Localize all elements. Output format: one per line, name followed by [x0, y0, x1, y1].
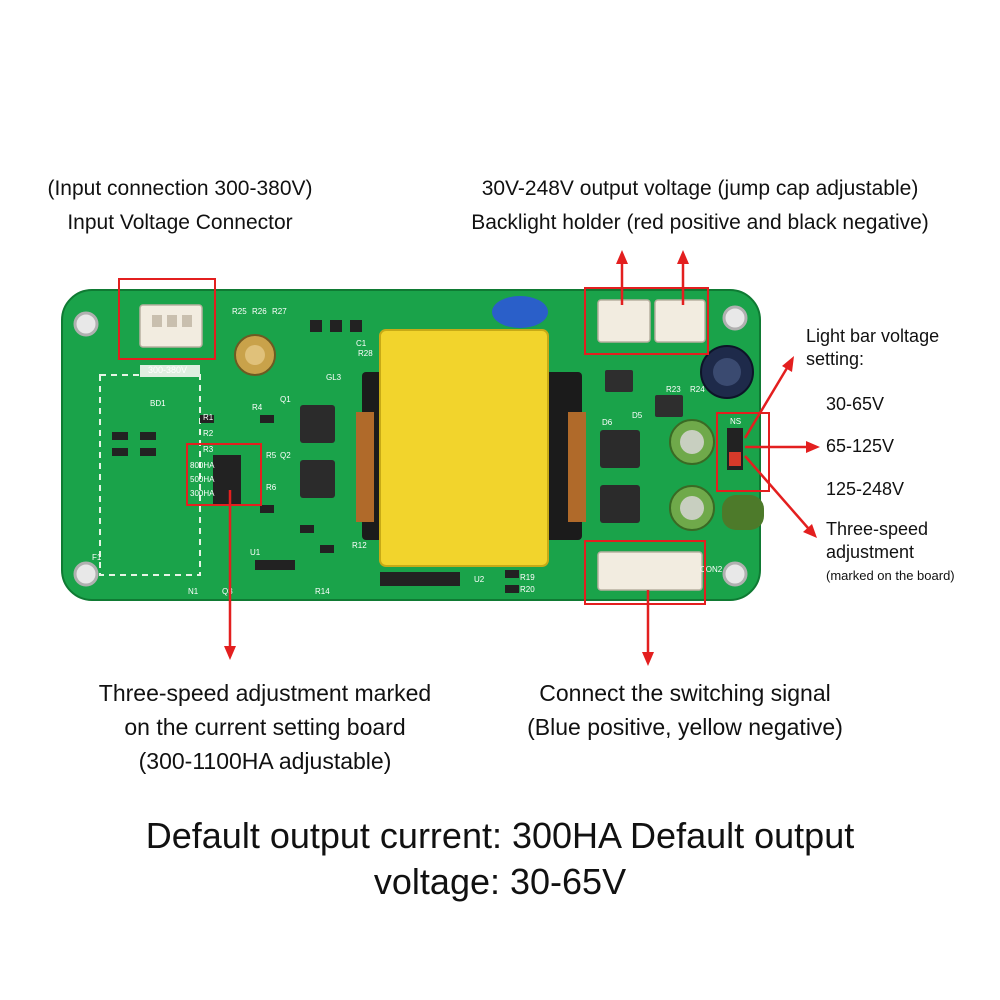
silk-ref-f1: F1	[92, 553, 102, 562]
box-current-jumper	[186, 443, 262, 506]
arrow-lightbar-down	[744, 455, 809, 529]
switching-signal-label: Connect the switching signal (Blue posit…	[470, 676, 900, 744]
silk-ref-u2: U2	[474, 575, 485, 584]
silk-ref-gl3: GL3	[326, 373, 342, 382]
silk-ref-r20: R20	[520, 585, 535, 594]
silk-ref-u1: U1	[250, 548, 261, 557]
current-label-line2: on the current setting board	[124, 714, 406, 740]
silk-ref-r27: R27	[272, 307, 287, 316]
silk-ref-d5: D5	[632, 411, 643, 420]
output-connector-1	[597, 299, 651, 343]
silk-ref-r1: R1	[203, 413, 214, 422]
threespeed-right-line2: adjustment	[826, 542, 915, 562]
threespeed-right-label: Three-speed adjustment (marked on the bo…	[826, 518, 955, 587]
silk-ref-q1: Q1	[280, 395, 291, 404]
annotation-arrows	[224, 250, 820, 666]
arrow-lightbar-up	[743, 367, 789, 439]
silk-ref-r23: R23	[666, 385, 681, 394]
box-output-connectors	[584, 287, 709, 355]
silk-ref-r4: R4	[252, 403, 263, 412]
current-label-line1: Three-speed adjustment marked	[98, 680, 432, 706]
lightbar-option-1: 30-65V	[826, 394, 885, 414]
switching-label-line2: (Blue positive, yellow negative)	[527, 714, 843, 740]
threespeed-right-line3: (marked on the board)	[826, 568, 955, 583]
silk-ref-r28: R28	[358, 349, 373, 358]
silk-ref-r3: R3	[203, 445, 214, 454]
box-voltage-jumper	[716, 412, 770, 492]
silk-current-2: 500HA	[190, 475, 215, 484]
silk-ref-r25: R25	[232, 307, 247, 316]
silk-ref-r24: R24	[690, 385, 705, 394]
silk-ref-q2: Q2	[280, 451, 291, 460]
input-label-line2: Input Voltage Connector	[67, 211, 293, 234]
silk-current-3: 300HA	[190, 489, 215, 498]
silk-ref-r26: R26	[252, 307, 267, 316]
silk-ref-q3: Q3	[222, 587, 233, 596]
output-label-line2: Backlight holder (red positive and black…	[471, 211, 929, 234]
lightbar-setting-label: Light bar voltage setting:	[806, 325, 939, 371]
silk-current-1: 800HA	[190, 461, 215, 470]
footer-line1: Default output current: 300HA Default ou…	[145, 815, 855, 856]
lightbar-line2: setting:	[806, 349, 865, 369]
switching-connector	[597, 551, 703, 591]
silk-input-rating: 300-380V	[148, 365, 187, 375]
transformer	[379, 329, 549, 567]
diodes	[605, 370, 683, 417]
y-capacitor	[492, 296, 548, 328]
silk-ref-r2: R2	[203, 429, 214, 438]
silk-ref-d6: D6	[602, 418, 613, 427]
lightbar-option-2: 65-125V	[826, 436, 895, 456]
current-label-line3: (300-1100HA adjustable)	[138, 748, 392, 774]
box-input-connector	[118, 278, 216, 360]
silk-ref-r14: R14	[315, 587, 330, 596]
silk-ref-r12: R12	[352, 541, 367, 550]
current-jumper	[213, 455, 241, 505]
output-label-line1: 30V-248V output voltage (jump cap adjust…	[481, 177, 919, 200]
lightbar-option-3: 125-248V	[826, 479, 905, 499]
output-connector-2	[654, 299, 706, 343]
smd-components	[112, 320, 519, 593]
silk-ref-con2: CON2	[700, 565, 723, 574]
threespeed-right-line1: Three-speed	[826, 519, 929, 539]
silk-ref-c1: C1	[356, 339, 367, 348]
output-voltage-label: 30V-248V output voltage (jump cap adjust…	[440, 172, 960, 240]
silk-ref-bd1: BD1	[150, 399, 166, 408]
silk-ref-r5: R5	[266, 451, 277, 460]
box-switching-connector	[584, 540, 706, 605]
switching-label-line1: Connect the switching signal	[539, 680, 831, 706]
silk-ref-n1: N1	[188, 587, 199, 596]
silk-ref-r19: R19	[520, 573, 535, 582]
input-connector-label: (Input connection 300-380V) Input Voltag…	[30, 172, 330, 240]
mounting-holes	[73, 305, 748, 587]
silk-ref-r6: R6	[266, 483, 277, 492]
mosfets	[300, 405, 640, 523]
footer-line2: voltage: 30-65V	[373, 861, 627, 902]
silk-ref-ns: NS	[730, 417, 741, 426]
current-setting-label: Three-speed adjustment marked on the cur…	[40, 676, 490, 778]
annotation-boxes	[118, 278, 770, 605]
input-label-line1: (Input connection 300-380V)	[47, 177, 313, 200]
lightbar-line1: Light bar voltage	[806, 326, 940, 346]
film-capacitor	[722, 495, 764, 530]
